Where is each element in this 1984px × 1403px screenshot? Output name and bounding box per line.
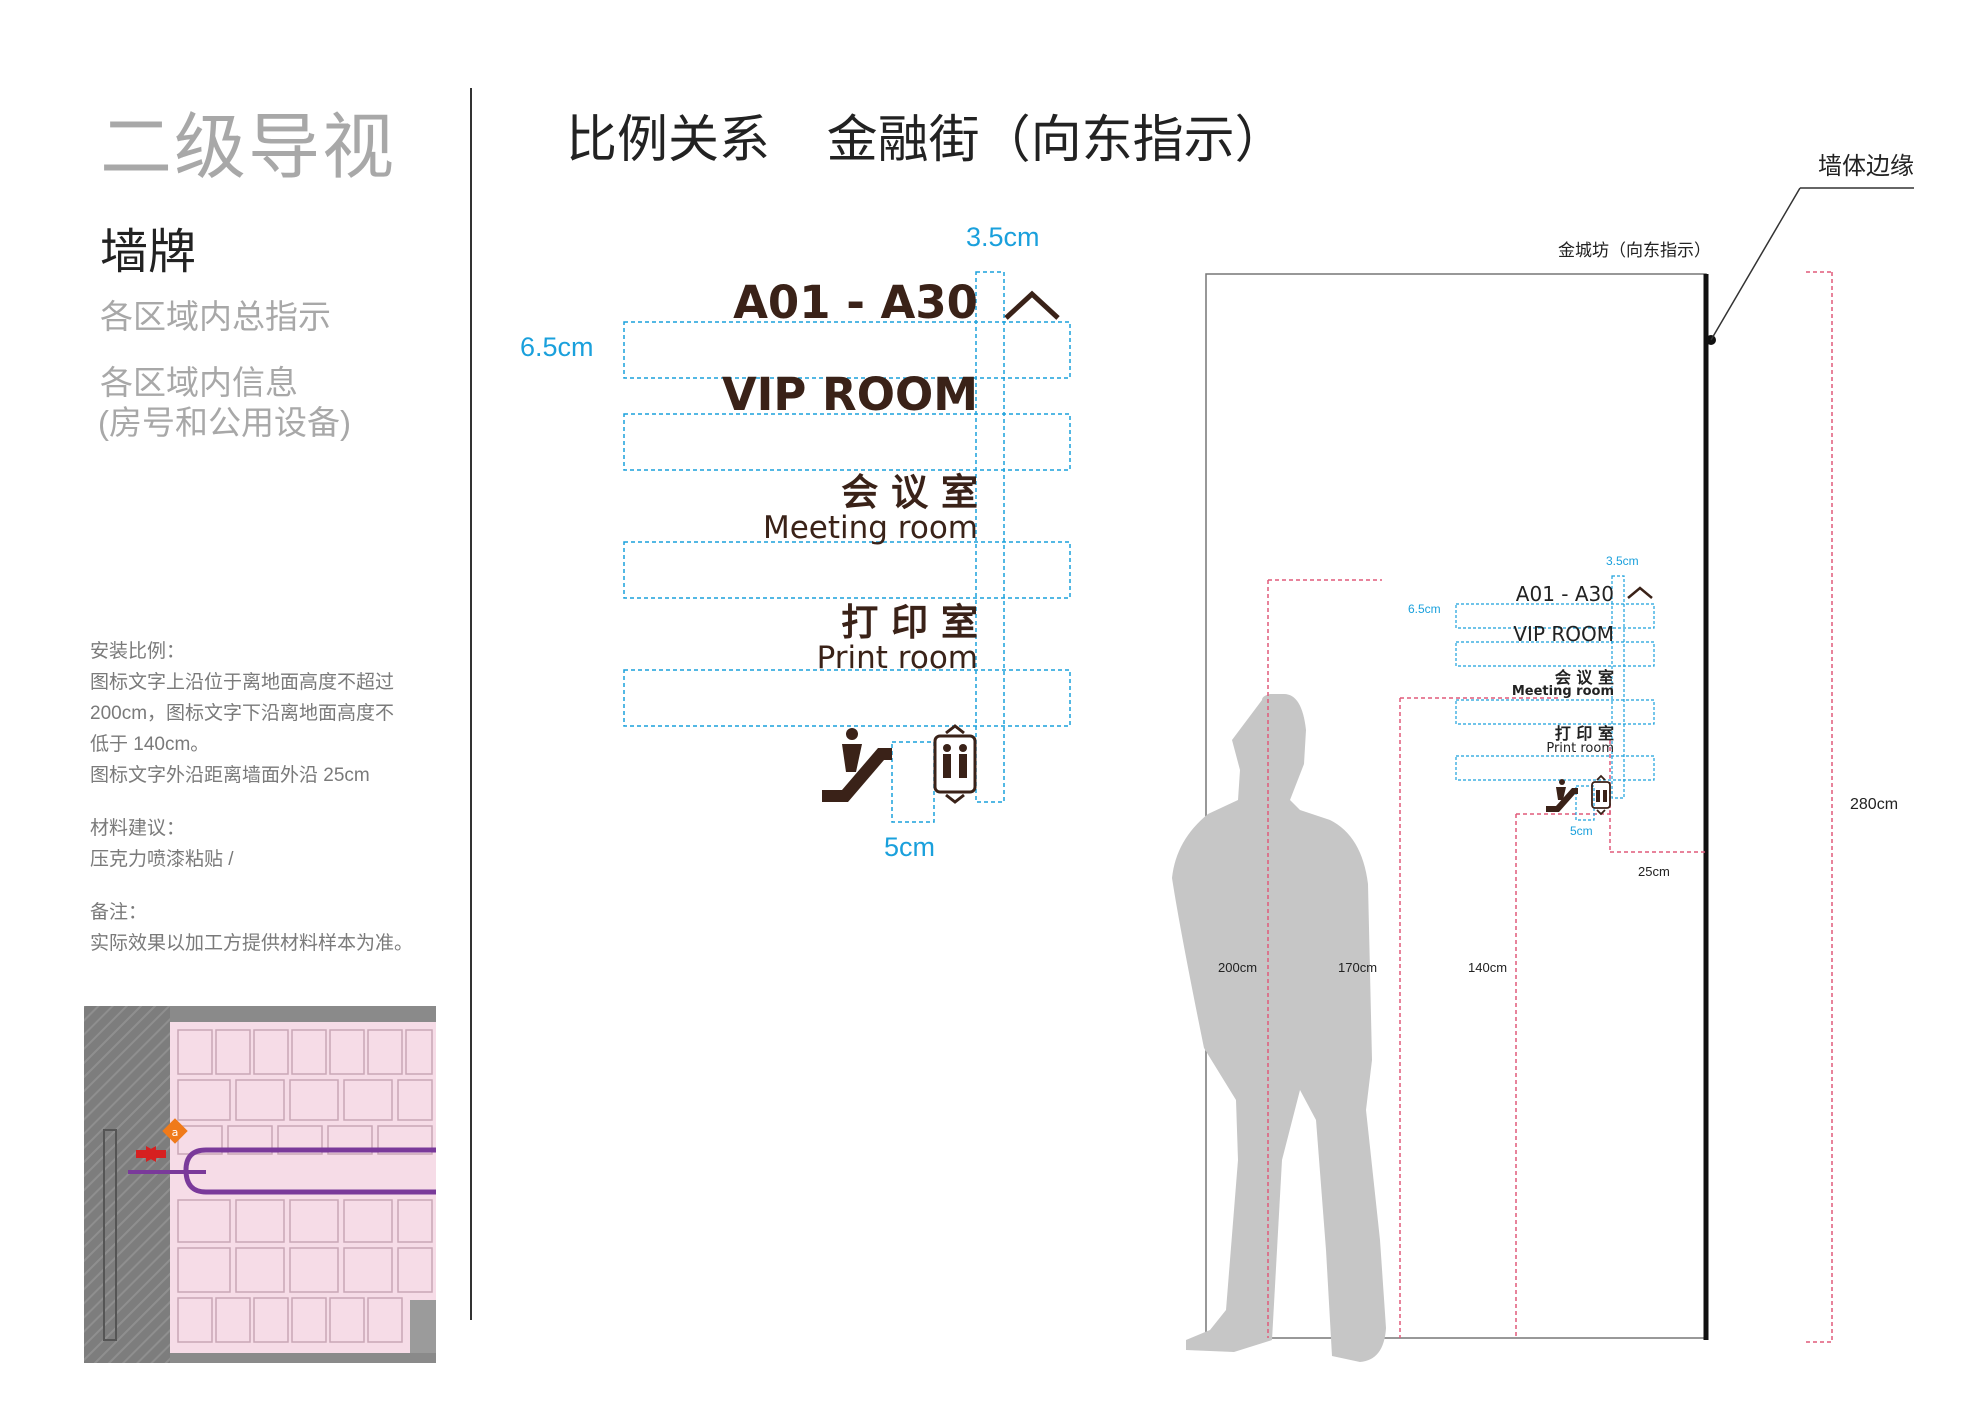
install-title: 安装比例： — [90, 641, 186, 662]
dim-icon-label: 5cm — [884, 832, 936, 862]
install-line: 图标文字上沿位于离地面高度不超过 — [90, 672, 395, 693]
page-title: 比例关系 金融街（向东指示） — [566, 111, 1286, 168]
small-sign-print-en: Print room — [1546, 741, 1614, 756]
dim-offset-label: 25cm — [1638, 864, 1670, 879]
height-170-label: 170cm — [1338, 960, 1378, 975]
remark-line: 实际效果以加工方提供材料样本为准。 — [90, 933, 414, 954]
svg-text:a: a — [172, 1126, 179, 1139]
item-overall: 各区域内总指示 — [100, 298, 331, 335]
material-title: 材料建议： — [90, 818, 186, 839]
install-notes: 安装比例： 图标文字上沿位于离地面高度不超过 200cm，图标文字下沿离地面高度… — [90, 636, 450, 959]
install-line: 200cm，图标文字下沿离地面高度不 — [90, 703, 395, 724]
person-silhouette — [1172, 694, 1386, 1362]
remark-title: 备注： — [90, 902, 148, 923]
height-200-label: 200cm — [1218, 960, 1258, 975]
small-sign-meeting-cn: 会 议 室 — [1554, 668, 1614, 687]
install-line: 图标文字外沿距离墙面外沿 25cm — [90, 765, 370, 786]
height-280-label: 280cm — [1850, 796, 1899, 813]
small-sign-print-cn: 打 印 室 — [1554, 724, 1614, 743]
small-dim-width: 3.5cm — [1606, 554, 1639, 568]
small-sign-vip: VIP ROOM — [1513, 622, 1614, 646]
small-sign-range: A01 - A30 — [1515, 582, 1614, 606]
sign-print-en: Print room — [816, 640, 978, 676]
divider — [470, 88, 472, 1320]
section-subheading: 墙牌 — [100, 226, 197, 279]
sign-range-label: A01 - A30 — [733, 276, 978, 329]
sign-print-cn: 打 印 室 — [841, 601, 978, 644]
small-dim-gap: 6.5cm — [1408, 602, 1441, 616]
small-dim-icon: 5cm — [1570, 824, 1593, 838]
wall-caption: 金城坊（向东指示） — [1558, 241, 1711, 260]
material-line: 压克力喷漆粘贴 / — [90, 849, 234, 870]
item-info: 各区域内信息 — [100, 364, 298, 401]
height-140-label: 140cm — [1468, 960, 1508, 975]
sign-meeting-en: Meeting room — [762, 510, 978, 546]
dim-width-label: 3.5cm — [966, 222, 1040, 252]
dim-gap-label: 6.5cm — [520, 332, 594, 362]
install-line: 低于 140cm。 — [90, 734, 210, 755]
small-sign-meeting-en: Meeting room — [1511, 684, 1614, 699]
wall-edge-label: 墙体边缘 — [1818, 153, 1914, 180]
section-heading: 二级导视 — [100, 108, 397, 188]
item-info-detail: (房号和公用设备) — [98, 404, 351, 441]
sign-meeting-cn: 会 议 室 — [841, 471, 978, 514]
sign-vip-label: VIP ROOM — [721, 368, 978, 421]
